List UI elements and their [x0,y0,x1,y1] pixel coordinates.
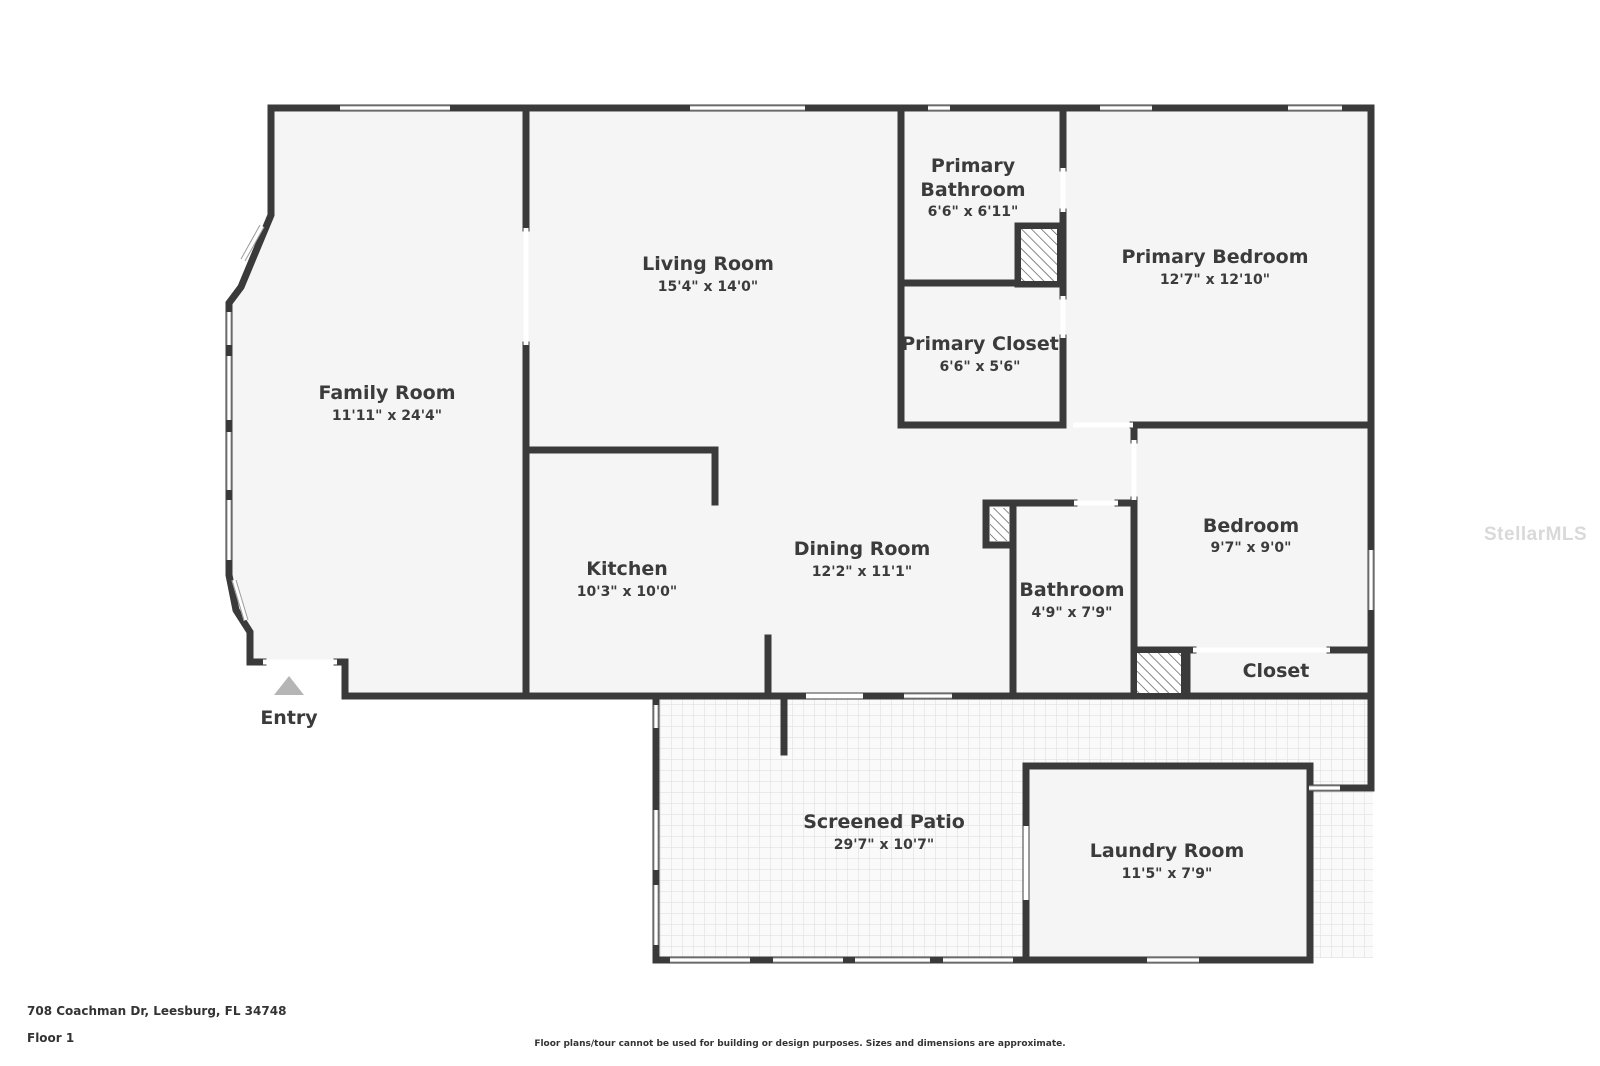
windows [226,105,1374,963]
family-room-dims: 11'11" x 24'4" [332,408,442,424]
primary-bathroom-name-1: Primary [931,155,1016,177]
family-room-floor [229,112,518,692]
entry-arrow-icon [274,676,304,695]
primary-bedroom-name: Primary Bedroom [1121,246,1308,268]
bedroom-name: Bedroom [1203,515,1299,537]
primary-closet-name: Primary Closet [901,333,1059,355]
room-labels: Family Room 11'11" x 24'4" Living Room 1… [318,155,1309,882]
hatch-primary-bath [1021,229,1057,281]
closet-name: Closet [1243,660,1310,682]
primary-bedroom-dims: 12'7" x 12'10" [1160,272,1270,288]
disclaimer-text: Floor plans/tour cannot be used for buil… [534,1039,1066,1049]
bathroom-name: Bathroom [1019,579,1124,601]
bedroom-dims: 9'7" x 9'0" [1211,540,1292,556]
family-room-name: Family Room [318,382,455,404]
kitchen-dims: 10'3" x 10'0" [577,584,677,600]
floor-label: Floor 1 [27,1031,75,1045]
living-room-name: Living Room [642,253,774,275]
property-address: 708 Coachman Dr, Leesburg, FL 34748 [27,1004,287,1018]
dining-room-dims: 12'2" x 11'1" [812,564,912,580]
living-room-dims: 15'4" x 14'0" [658,279,758,295]
primary-closet-dims: 6'6" x 5'6" [940,359,1021,375]
watermark-logo: StellarMLS [1484,524,1588,545]
hatched-areas [990,229,1181,693]
primary-bathroom-dims: 6'6" x 6'11" [928,204,1019,220]
laundry-room-floor [1026,766,1308,958]
primary-bathroom-name-2: Bathroom [920,179,1025,201]
laundry-room-name: Laundry Room [1090,840,1245,862]
screened-patio-dims: 29'7" x 10'7" [834,837,934,853]
screened-patio-name: Screened Patio [803,811,965,833]
main-floor [518,112,1370,692]
kitchen-name: Kitchen [586,558,668,580]
entry-label: Entry [260,707,318,729]
laundry-room-dims: 11'5" x 7'9" [1122,866,1213,882]
bathroom-dims: 4'9" x 7'9" [1032,605,1113,621]
floor-areas [229,112,1373,958]
hatch-closet [1137,653,1181,693]
window-lines [226,105,1374,963]
hatch-bathroom [990,508,1009,541]
dining-room-name: Dining Room [794,538,931,560]
walls [225,104,1375,964]
